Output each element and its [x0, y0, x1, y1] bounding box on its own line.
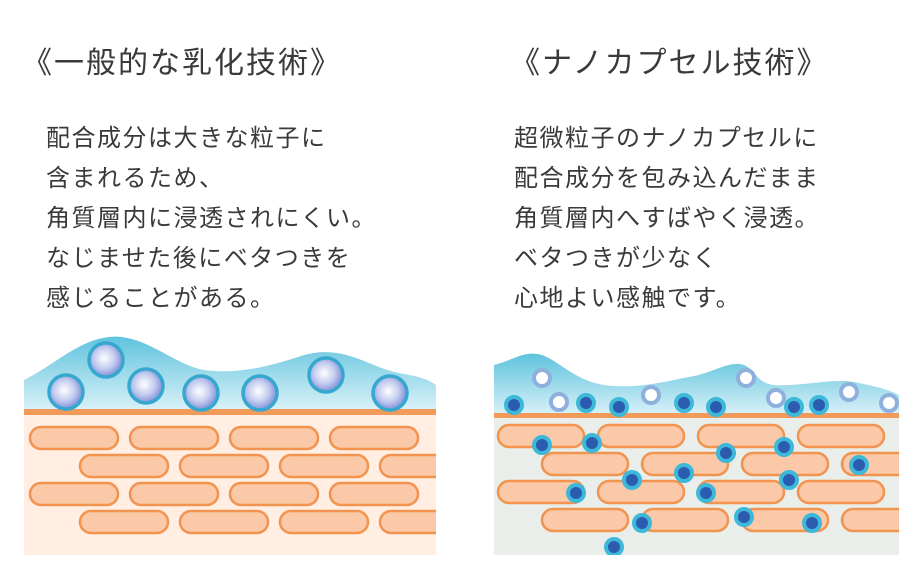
emulsion-skin-illustration [24, 336, 436, 555]
nano-capsule [622, 470, 642, 490]
nanocapsule-line: ベタつきが少なく [514, 244, 718, 272]
skin-cell [278, 453, 370, 479]
nano-capsule [532, 435, 552, 455]
nanocapsule-line: 配合成分を包み込んだまま [514, 164, 820, 192]
nano-capsule-light [549, 392, 569, 412]
nano-capsule [779, 470, 799, 490]
skin-surface-line [494, 413, 899, 418]
emulsion-line: 角質層内に浸透されにくい。 [46, 204, 378, 232]
skin-cell [796, 479, 886, 505]
skin-cell [328, 425, 420, 451]
skin-cell [78, 509, 170, 535]
nano-capsule [716, 443, 736, 463]
nano-capsule [609, 397, 629, 417]
nano-capsule-light [879, 393, 899, 413]
skin-cell [596, 423, 686, 449]
nano-capsule [674, 463, 694, 483]
emulsion-description: 配合成分は大きな粒子に 含まれるため、 角質層内に浸透されにくい。 なじませた後… [46, 118, 377, 318]
skin-cell [228, 425, 320, 451]
skin-cell [378, 453, 436, 479]
nano-capsule [734, 507, 754, 527]
nano-capsule [674, 393, 694, 413]
emulsion-line: 感じることがある。 [46, 284, 276, 312]
emulsion-particle [182, 374, 220, 412]
nano-capsule [604, 537, 624, 555]
skin-cell [796, 423, 886, 449]
nano-capsule [706, 397, 726, 417]
skin-cell [696, 423, 786, 449]
emulsion-particle [127, 367, 165, 405]
skin-cell [540, 451, 630, 477]
nano-capsule [802, 513, 822, 533]
skin-cell [128, 425, 220, 451]
nano-capsule [504, 395, 524, 415]
nano-capsule [696, 483, 716, 503]
nano-capsule-light [641, 385, 661, 405]
skin-cell [28, 425, 120, 451]
nano-capsule [566, 483, 586, 503]
skin-cell [378, 509, 436, 535]
nano-capsule-light [736, 368, 756, 388]
skin-cell [278, 509, 370, 535]
skin-cell [128, 481, 220, 507]
skin-cell [178, 453, 270, 479]
nano-capsule [784, 397, 804, 417]
emulsion-particle [87, 341, 125, 379]
nanocapsule-line: 超微粒子のナノカプセルに [514, 124, 819, 152]
skin-cell [228, 481, 320, 507]
skin-surface-line [24, 409, 436, 415]
skin-cell [78, 453, 170, 479]
skin-cell [840, 507, 899, 533]
nano-capsule-light [839, 382, 859, 402]
nano-capsule-light [766, 388, 786, 408]
nanocapsule-skin-illustration [494, 353, 899, 555]
emulsion-particle [371, 374, 409, 412]
emulsion-particle [241, 374, 279, 412]
skin-cell [540, 507, 630, 533]
emulsion-line: 配合成分は大きな粒子に [46, 124, 327, 152]
emulsion-line: なじませた後にベタつきを [46, 244, 352, 272]
emulsion-panel: 《一般的な乳化技術》 配合成分は大きな粒子に 含まれるため、 角質層内に浸透され… [22, 46, 436, 555]
nano-capsule [582, 433, 602, 453]
emulsion-title: 《一般的な乳化技術》 [22, 46, 342, 81]
emulsion-line: 含まれるため、 [46, 164, 225, 192]
nanocapsule-panel: 《ナノカプセル技術》 超微粒子のナノカプセルに 配合成分を包み込んだまま 角質層… [470, 0, 920, 580]
nano-capsule [576, 393, 596, 413]
emulsion-particle [307, 356, 345, 394]
nano-capsule [849, 455, 869, 475]
skin-cell [640, 507, 730, 533]
nanocapsule-description: 超微粒子のナノカプセルに 配合成分を包み込んだまま 角質層内へすばやく浸透。 ベ… [514, 118, 820, 318]
skin-cell [178, 509, 270, 535]
nano-capsule-light [532, 368, 552, 388]
nano-capsule [632, 513, 652, 533]
nanocapsule-line: 角質層内へすばやく浸透。 [514, 204, 820, 232]
emulsion-particle [47, 373, 85, 411]
nano-capsule [809, 395, 829, 415]
nanocapsule-line: 心地よい感触です。 [514, 284, 742, 312]
skin-cell [28, 481, 120, 507]
skin-cell [328, 481, 420, 507]
nanocapsule-title: 《ナノカプセル技術》 [510, 46, 829, 81]
nano-capsule [774, 437, 794, 457]
